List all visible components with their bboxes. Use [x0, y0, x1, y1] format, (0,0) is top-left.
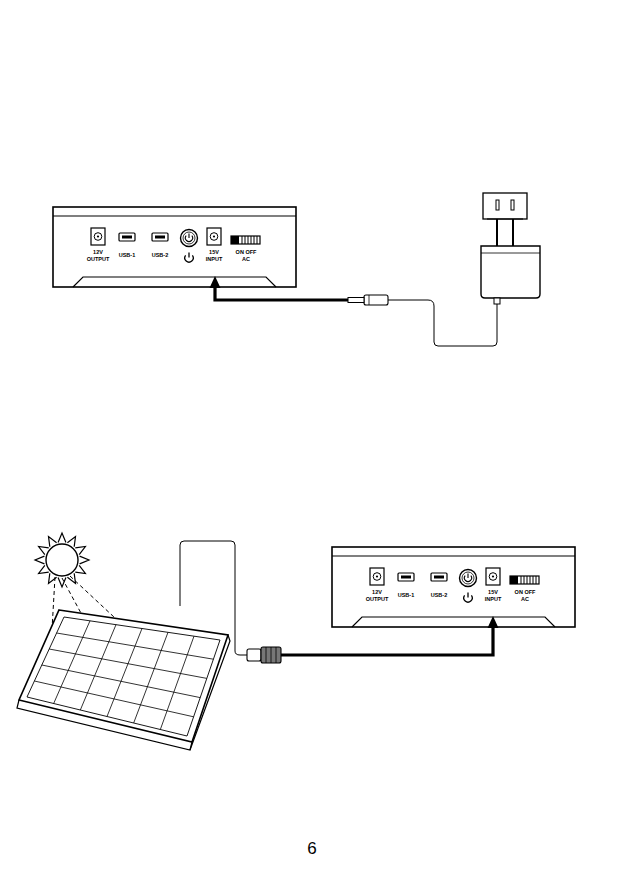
cell-line: [107, 629, 142, 717]
sun-ray: [67, 573, 75, 583]
port-label: USB-1: [114, 252, 140, 259]
port-label: USB-2: [426, 592, 452, 599]
arrowhead: [488, 616, 499, 628]
power-adapter: [481, 219, 540, 304]
cell-line: [134, 632, 168, 723]
sun-ray: [75, 565, 85, 573]
wall-outlet: [483, 193, 527, 219]
port-label: 12V OUTPUT: [365, 589, 389, 603]
cell-line: [49, 649, 207, 678]
arrowhead: [210, 276, 221, 288]
sun-ray: [49, 537, 57, 547]
dc-plug: [348, 295, 388, 305]
sun-ray: [58, 533, 66, 542]
port-label: 15V INPUT: [481, 589, 505, 603]
switch-label: ON OFF AC: [514, 589, 536, 603]
port-label: USB-1: [393, 592, 419, 599]
sun-ray: [39, 565, 49, 573]
port-label: USB-2: [147, 252, 173, 259]
device-panel: [332, 547, 575, 627]
solar-wire: [180, 541, 247, 655]
sun-ray: [80, 556, 89, 564]
port-label: 15V INPUT: [202, 249, 226, 263]
cell-line: [57, 633, 214, 659]
sun-ray: [67, 537, 75, 547]
cell-line: [42, 665, 200, 698]
switch-label: ON OFF AC: [235, 249, 257, 263]
port-label: 12V OUTPUT: [86, 249, 110, 263]
connection-arrow: [281, 626, 493, 655]
device-panel: [53, 207, 296, 287]
connection-arrow: [215, 286, 348, 300]
adapter-wire: [388, 300, 497, 346]
solar-panel: [17, 610, 230, 750]
sun-ray: [39, 547, 49, 555]
mc4-connector: [247, 647, 281, 663]
page-number: 6: [297, 838, 327, 859]
sun-ray: [35, 556, 44, 564]
sun-ray: [75, 547, 85, 555]
cell-line: [34, 681, 193, 717]
